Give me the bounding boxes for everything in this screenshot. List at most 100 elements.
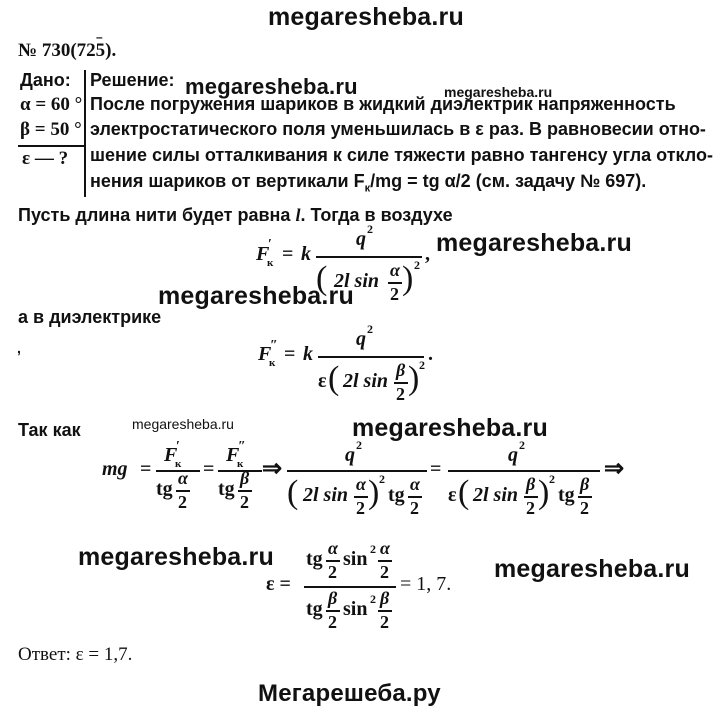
- f2-fraction-bar: [318, 356, 424, 358]
- f3-bar1: [156, 470, 200, 472]
- f3-rp2: ): [538, 474, 550, 511]
- solution-line-2: электростатического поля уменьшилась в ε…: [90, 119, 706, 139]
- f3-beta1-bar: [238, 490, 252, 492]
- f2-beta-bar: [394, 382, 408, 384]
- watermark-inline-3: megaresheba.ru: [158, 282, 354, 310]
- f3-alpha2: α: [356, 474, 366, 494]
- f3-alpha3: α: [410, 474, 420, 494]
- f4-beta-a-bar: [326, 610, 340, 612]
- f4-eps-eq: ε =: [266, 573, 291, 595]
- f4-beta-b-2: 2: [380, 612, 389, 632]
- body-line-1-l: l: [295, 205, 301, 225]
- f4-beta-b-bar: [378, 610, 392, 612]
- f3-F2-sub: к: [237, 458, 244, 470]
- f4-beta-a: β: [328, 588, 338, 608]
- f2-sq: 2: [419, 358, 425, 372]
- watermark-bottom: Мегарешеба.ру: [258, 680, 441, 707]
- f2-k: k: [303, 343, 313, 365]
- f3-eq1: =: [140, 458, 152, 480]
- body-line-1b: . Тогда в воздухе: [300, 205, 453, 225]
- f3-F1: F: [164, 444, 178, 466]
- f4-sin-den-sq: 2: [370, 592, 376, 606]
- f3-alpha1-bar: [176, 490, 190, 492]
- f3-tg1: tg: [156, 478, 173, 500]
- f3-tg4: tg: [558, 484, 575, 506]
- f3-beta1: β: [240, 468, 250, 488]
- f3-F1-prime: ′: [176, 439, 180, 454]
- solution-line-4b: /mg = tg α/2 (см. задачу № 697).: [370, 171, 647, 191]
- tick-mark: ,: [17, 340, 21, 356]
- f2-beta-2: 2: [396, 384, 405, 404]
- given-label: Дано:: [20, 70, 71, 90]
- f4-alpha-a: α: [328, 538, 338, 558]
- solution-line-4: нения шариков от вертикали Fк/mg = tg α/…: [90, 171, 646, 195]
- f4-sin-num: sin: [343, 548, 368, 570]
- f3-q2-sq: 2: [519, 438, 525, 452]
- f3-bar4: [448, 470, 600, 472]
- f3-arrow2: ⇒: [604, 456, 625, 482]
- f3-bar3: [287, 470, 427, 472]
- f2-q: q: [356, 328, 366, 350]
- f1-prime: ′: [268, 237, 272, 252]
- f4-sin-num-sq: 2: [370, 542, 376, 556]
- body-since: Так как: [18, 420, 81, 440]
- f4-beta-b: β: [380, 588, 390, 608]
- solution-line-3: шение силы отталкивания к силе тяжести р…: [90, 145, 713, 165]
- f4-tg-num: tg: [306, 548, 323, 570]
- f1-q-sq: 2: [367, 222, 373, 236]
- f4-alpha-b: α: [380, 538, 390, 558]
- f3-q1: q: [345, 444, 355, 466]
- f3-beta3-2: 2: [580, 498, 589, 518]
- f3-F2-prime: ″: [238, 439, 246, 454]
- f1-F: F: [256, 243, 270, 265]
- f3-F1-sub: к: [175, 458, 182, 470]
- given-separator: [84, 70, 86, 197]
- body-line-1a: Пусть длина нити будет равна: [18, 205, 296, 225]
- body-line-1: Пусть длина нити будет равна l. Тогда в …: [18, 205, 453, 226]
- find-epsilon: ε — ?: [22, 148, 69, 169]
- watermark-small-1: megaresheba.ru: [444, 84, 553, 100]
- f3-eps: ε: [448, 484, 457, 506]
- f4-alpha-b-2: 2: [380, 562, 389, 582]
- f1-eq: =: [282, 243, 294, 265]
- dash-mark: –: [96, 30, 103, 44]
- f1-lparen: (: [316, 260, 328, 297]
- f3-sq1: 2: [379, 472, 385, 486]
- f2-dot: .: [428, 343, 433, 365]
- f3-beta1-2: 2: [240, 492, 249, 512]
- f2-2lsin: 2l sin: [343, 370, 389, 392]
- f1-alpha: α: [390, 260, 400, 280]
- problem-number: № 730(725).: [18, 40, 117, 61]
- f3-beta2-bar: [524, 496, 538, 498]
- f2-beta: β: [396, 360, 406, 380]
- f3-beta2-2: 2: [526, 498, 535, 518]
- f2-q-sq: 2: [367, 322, 373, 336]
- f4-sin-den: sin: [343, 598, 368, 620]
- f3-arrow1: ⇒: [262, 456, 283, 482]
- f2-eq: =: [284, 343, 296, 365]
- f3-tg2: tg: [218, 478, 235, 500]
- watermark-inline-5: megaresheba.ru: [78, 543, 274, 571]
- f4-alpha-a-2: 2: [328, 562, 337, 582]
- given-divider: [18, 145, 84, 147]
- f4-tg-den: tg: [306, 598, 323, 620]
- f3-tg3: tg: [388, 484, 405, 506]
- f3-alpha1: α: [178, 468, 188, 488]
- f1-fraction-bar: [316, 256, 422, 258]
- f4-alpha-a-bar: [326, 560, 340, 562]
- f3-alpha3-bar: [408, 496, 422, 498]
- f2-lparen: (: [328, 360, 340, 397]
- f2-sub: к: [269, 357, 276, 369]
- f1-alpha-bar: [388, 282, 402, 284]
- f1-sq: 2: [414, 258, 420, 272]
- f3-eq3: =: [430, 458, 442, 480]
- f1-2lsin: 2l sin: [334, 270, 380, 292]
- f2-F: F: [258, 343, 272, 365]
- watermark-top: megaresheba.ru: [268, 3, 464, 31]
- body-in-dielectric: а в диэлектрике: [18, 307, 162, 327]
- watermark-small-2: megaresheba.ru: [132, 416, 234, 432]
- watermark-inline-6: megaresheba.ru: [494, 555, 690, 583]
- f1-q: q: [356, 228, 366, 250]
- f3-F2: F: [226, 444, 240, 466]
- f3-beta3: β: [580, 474, 590, 494]
